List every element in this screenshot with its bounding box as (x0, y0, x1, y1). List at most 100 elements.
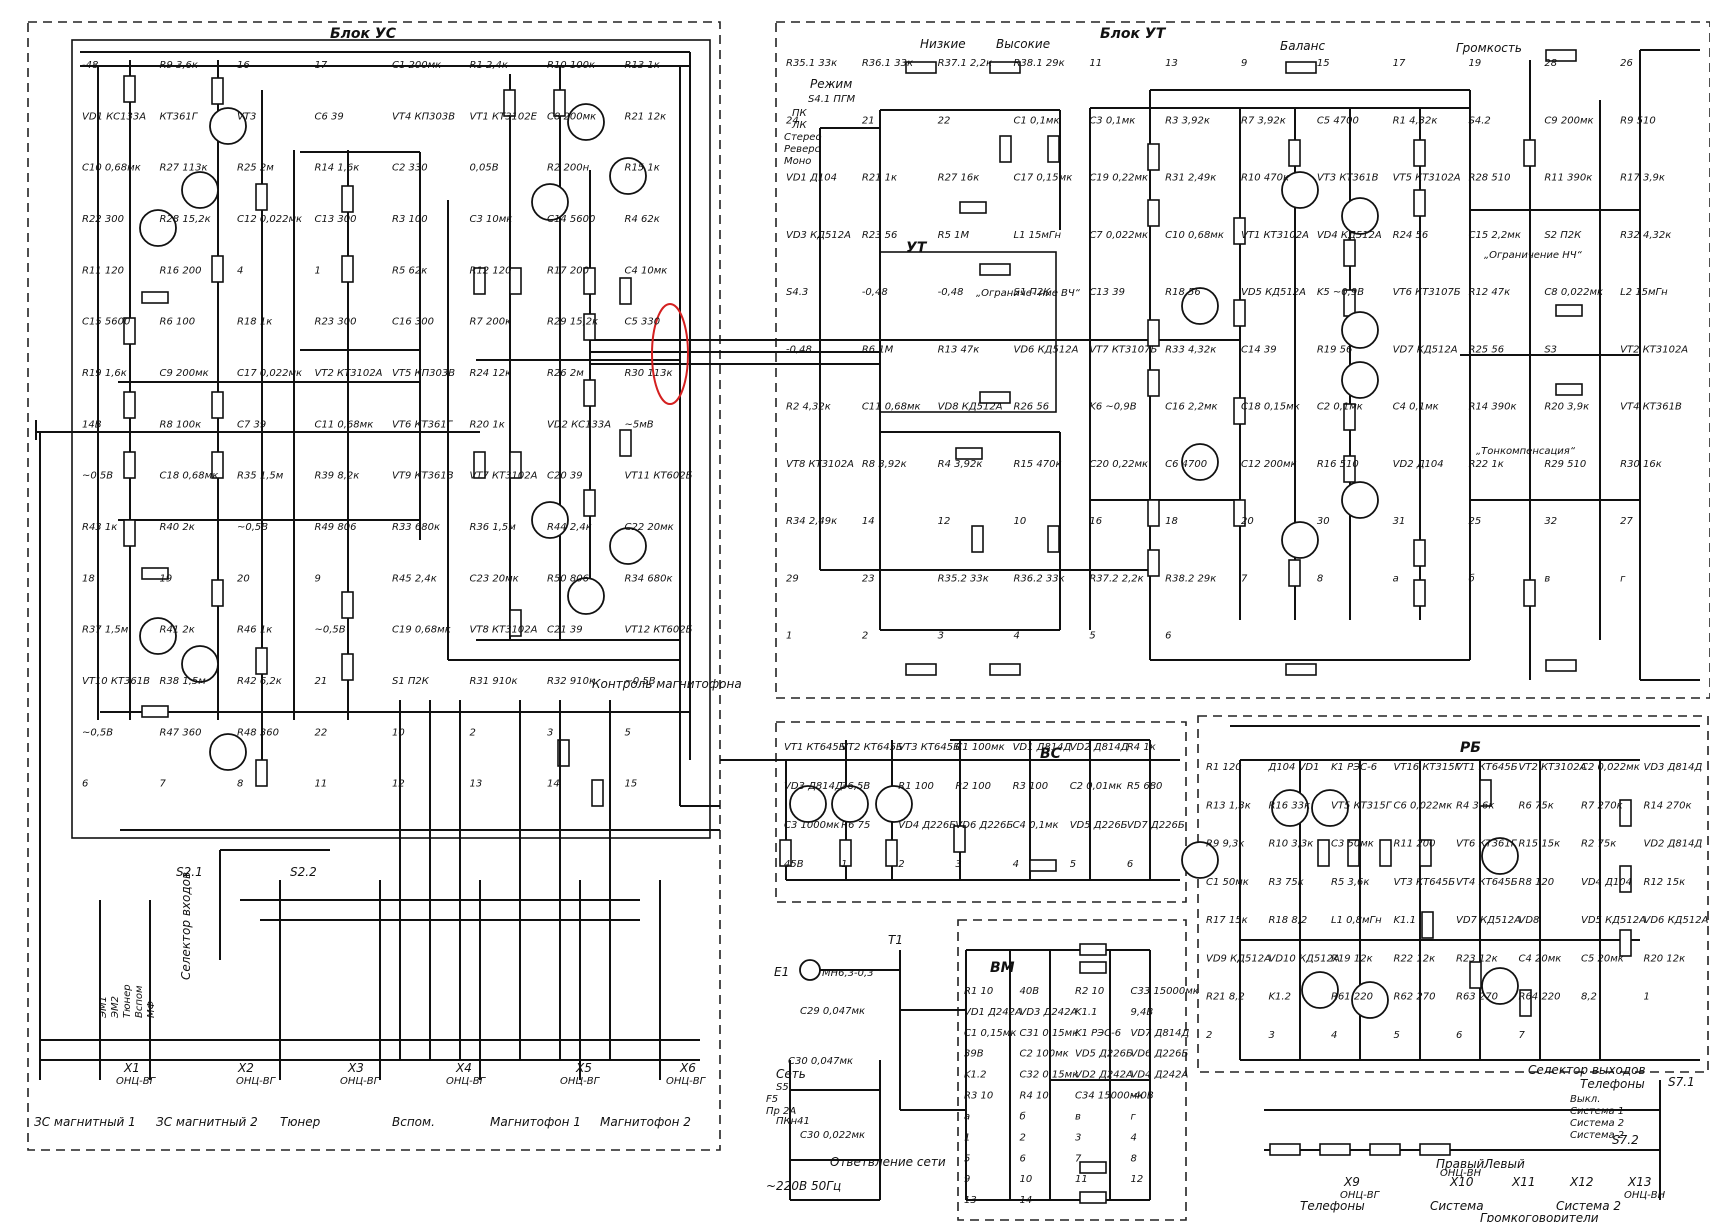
ut-label: C3 0,1мк (1089, 115, 1135, 126)
block-us-title: Блок УС (330, 26, 397, 42)
ut-label: K6 ~0,9В (1089, 402, 1136, 413)
sel-pin-4: Вспом (134, 985, 145, 1018)
vs-label: 36,5В (841, 781, 870, 792)
out-option-3: Система 2 (1570, 1118, 1624, 1129)
rb-label: C3 50мк (1331, 839, 1374, 850)
vm-label: 5 (964, 1153, 970, 1164)
us-label: C2 330 (392, 163, 428, 174)
us-label: ~5мВ (625, 419, 654, 430)
label-levyi: Левый (1483, 1157, 1525, 1171)
rb-label: VT4 КТ645Б (1456, 877, 1518, 888)
rb-label: R64 220 (1519, 992, 1561, 1003)
label-pr: Пр 2А (766, 1106, 796, 1117)
ut-label: VT3 КТ361В (1317, 173, 1379, 184)
x3-type: ОНЦ-ВГ (340, 1076, 381, 1087)
us-label: 20 (237, 573, 250, 584)
ut-label: 20 (1241, 516, 1254, 527)
ut-label: C18 0,15мк (1241, 402, 1300, 413)
label-selektor-vyhodov: Селектор выходов (1528, 1063, 1646, 1077)
ut-label: C7 0,022мк (1089, 230, 1148, 241)
ut-label: 6 (1165, 631, 1171, 642)
vm-label: б (1020, 1110, 1026, 1122)
rb-label: R9 9,3к (1206, 839, 1244, 850)
mode-1: ПК (792, 108, 808, 119)
us-label: C10 0,68мк (82, 163, 141, 174)
rb-label: 1 (1644, 992, 1650, 1003)
us-label: VT6 КТ361Г (392, 419, 454, 430)
ut-label: R24 56 (1393, 230, 1429, 241)
block-vs-title: ВС (1040, 746, 1062, 762)
vm-label: R3 10 (964, 1091, 993, 1102)
ut-label: R34 2,49к (786, 516, 837, 527)
us-label: R29 15,2к (547, 317, 598, 328)
ut-label: C12 200мк (1241, 459, 1297, 470)
us-label: 4 (237, 265, 243, 276)
rb-label: K1.1 (1394, 915, 1416, 926)
ut-label: -0,48 (938, 287, 964, 298)
us-label: 5 (625, 727, 631, 738)
ut-label: R37.2 2,2к (1089, 573, 1143, 584)
label-c30b: C30 0,022мк (800, 1130, 865, 1141)
us-label: R37 1,5м (82, 625, 129, 636)
us-resistors (123, 75, 632, 807)
vm-label: 39В (964, 1049, 984, 1060)
ut-label: VT1 КТ3102А (1241, 230, 1309, 241)
vs-label: R2 100 (955, 781, 991, 792)
us-label: R21 12к (625, 111, 667, 122)
ut-label: R15 470к (1014, 459, 1062, 470)
rb-label: L1 0,8мГн (1331, 915, 1382, 926)
x13-name: X13 (1627, 1175, 1652, 1189)
rb-label: VT1 КТ645Б (1456, 762, 1518, 773)
vm-label: C1 0,15мк (964, 1028, 1016, 1039)
ut-label: R31 2,49к (1165, 173, 1216, 184)
vm-label: VD5 Д226Б (1075, 1049, 1133, 1060)
ut-label: 8 (1317, 573, 1323, 584)
vm-label: 8 (1131, 1153, 1137, 1164)
mode-2: ЛК (791, 120, 808, 131)
ut-label: R29 510 (1544, 459, 1586, 470)
label-t1: T1 (888, 933, 903, 947)
us-label: 12 (392, 779, 405, 790)
us-label: R46 1к (237, 625, 272, 636)
us-label: R13 1к (625, 60, 660, 71)
ut-label: R8 3,92к (862, 459, 907, 470)
us-label: C15 5600 (82, 317, 130, 328)
ut-transistors (1181, 171, 1379, 559)
ut-label: VT5 КТ3102А (1393, 173, 1461, 184)
us-label: C23 20мк (470, 573, 519, 584)
us-label: C22 20мк (625, 522, 674, 533)
rb-label: C6 0,022мк (1394, 800, 1453, 811)
ut-label: VT8 КТ3102А (786, 459, 854, 470)
ut-label: C13 39 (1089, 287, 1125, 298)
ut-label: R17 3,9к (1620, 173, 1665, 184)
ut-label: 7 (1241, 573, 1248, 584)
rb-label: R3 75к (1269, 877, 1304, 888)
vs-label: VD7 Д226Б (1127, 820, 1185, 831)
ut-label: в (1544, 573, 1550, 584)
ut-label: 16 (1089, 516, 1102, 527)
ut-label: R37.1 2,2к (938, 58, 992, 69)
x3-name: X3 (347, 1061, 364, 1075)
us-label: VT1 КТ3102Е (470, 111, 538, 122)
ut-label: 25 (1469, 516, 1482, 527)
x12-name: X12 (1569, 1175, 1594, 1189)
rb-label: R4 3,6к (1456, 800, 1494, 811)
rb-label: R21 8,2 (1206, 992, 1245, 1003)
label-e1: E1 (774, 965, 789, 979)
us-label: R30 113к (625, 368, 673, 379)
rb-label: C5 20мк (1581, 953, 1624, 964)
vm-label: г (1131, 1111, 1137, 1122)
rb-label: C1 50мк (1206, 877, 1249, 888)
block-rb-frame (1197, 715, 1709, 1073)
ut-label: 2 (862, 631, 868, 642)
us-label: C9 200мк (160, 368, 209, 379)
us-label: R10 100к (547, 60, 595, 71)
rb-label: 7 (1519, 1030, 1526, 1041)
label-pravyi: Правый (1436, 1157, 1485, 1171)
vm-label: VD3 Д242А (1020, 1007, 1078, 1018)
label-f5: F5 (766, 1094, 778, 1105)
us-label: ~0,5В (625, 676, 656, 687)
vm-label: 13 (964, 1195, 977, 1206)
ut-label: R5 1М (938, 230, 970, 241)
